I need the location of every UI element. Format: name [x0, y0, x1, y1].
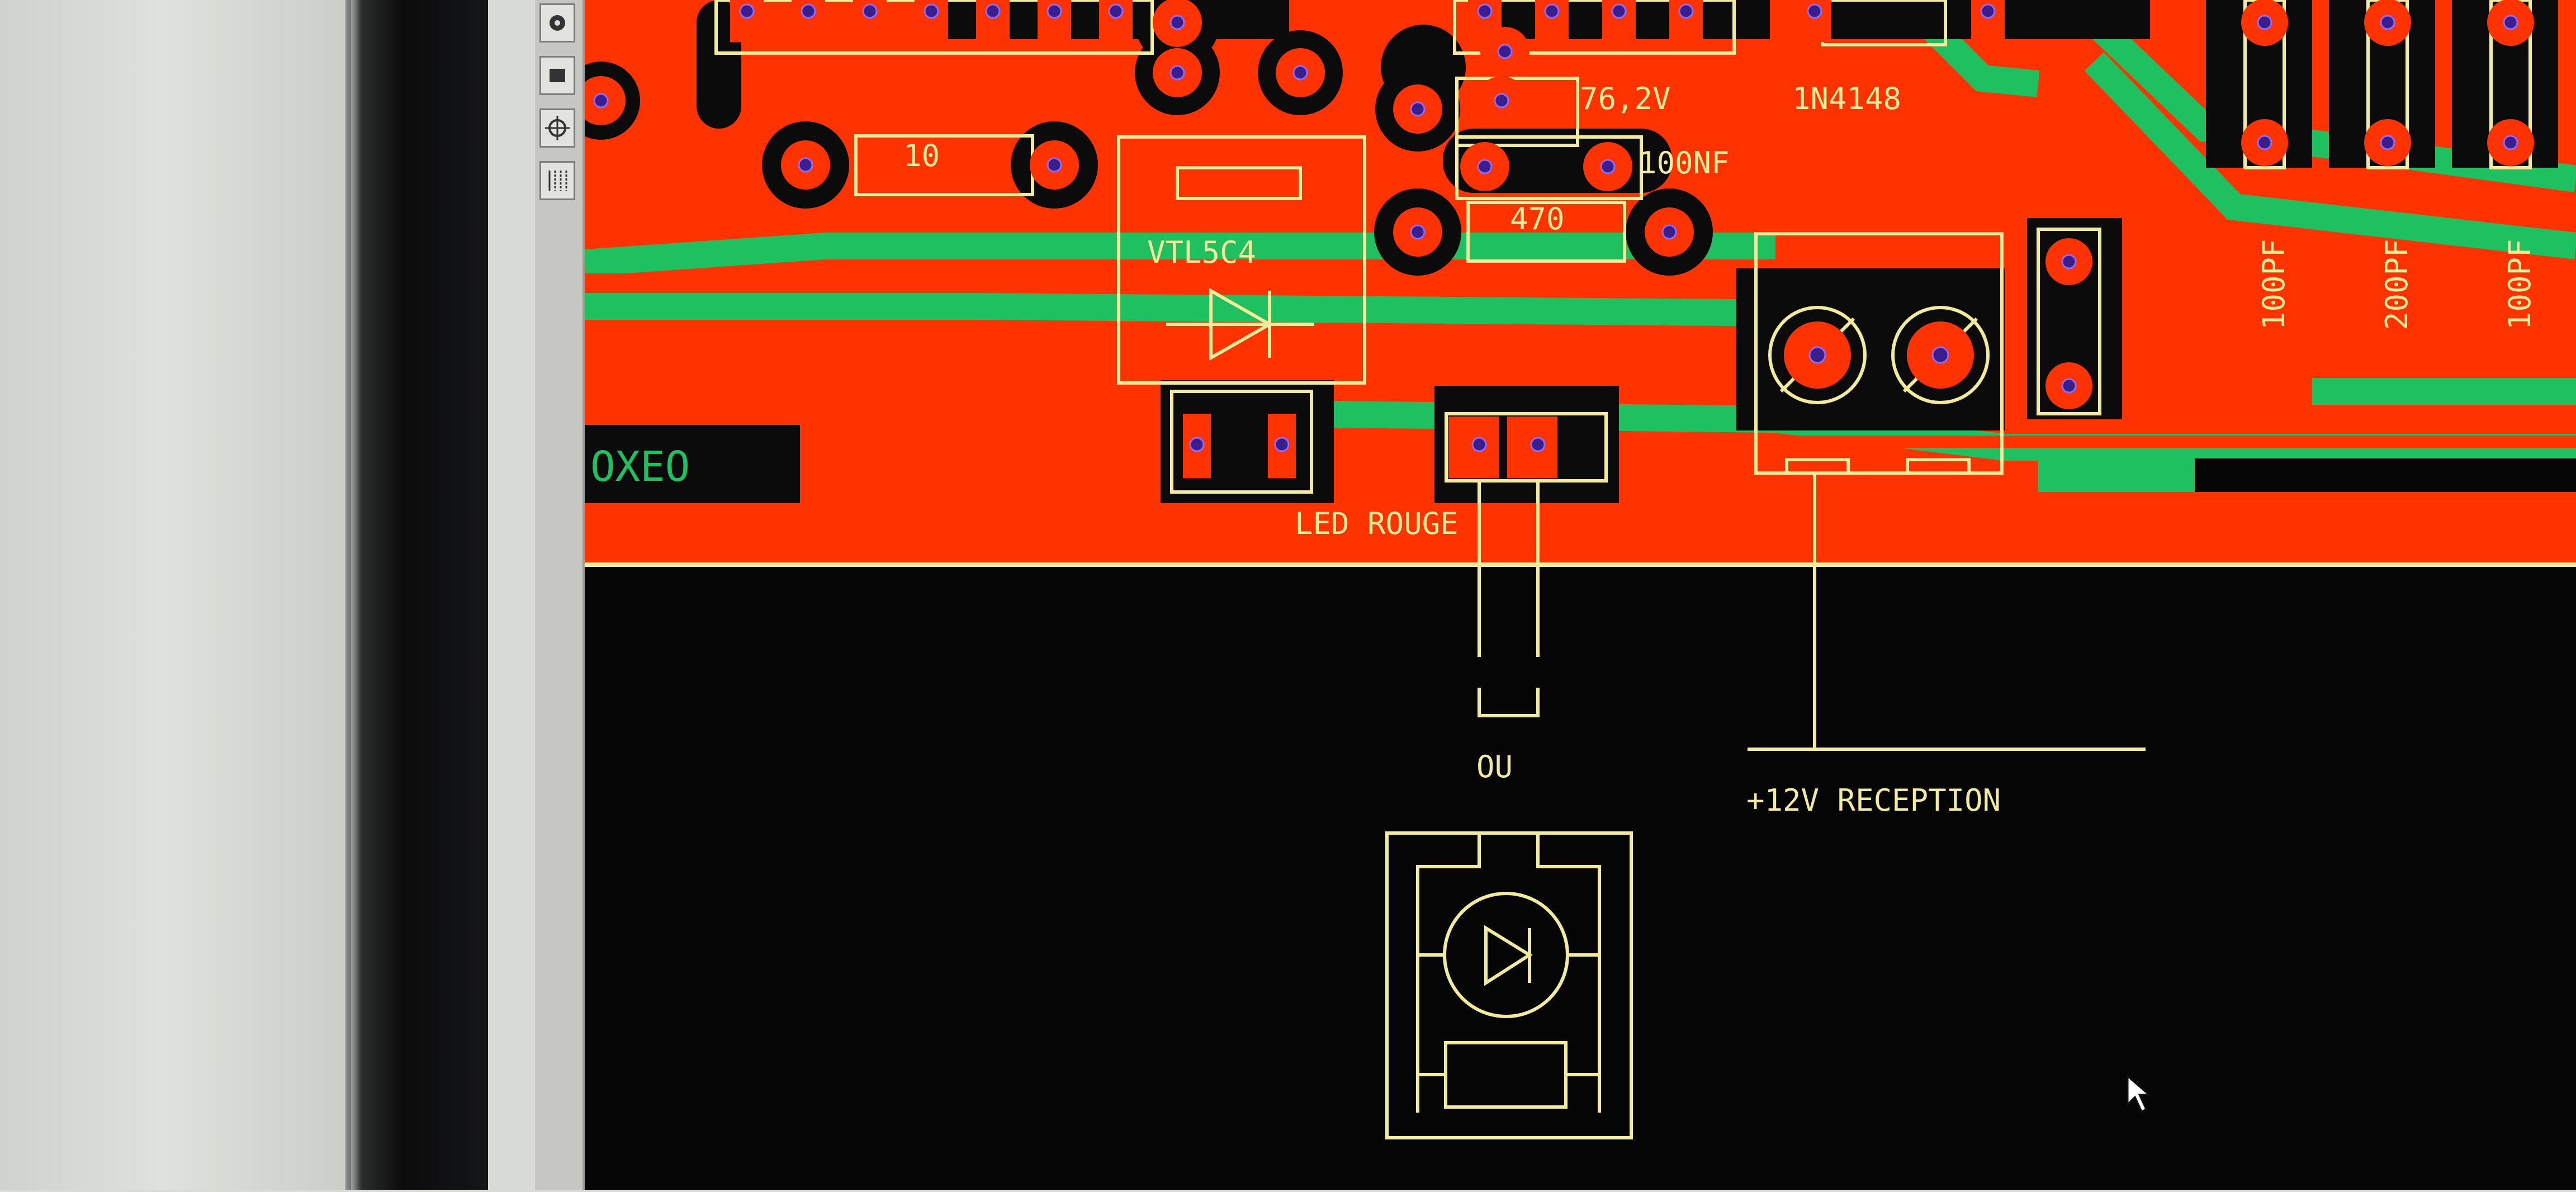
bezel-glare [351, 0, 360, 1190]
side-toolbar [535, 0, 585, 1190]
pcb-drawing: 10 76,2V 1N4148 100NF 470 VTL5C4 LED ROU… [562, 0, 2576, 1190]
silkscreen [714, 0, 2532, 494]
mouse-cursor-icon [2127, 1074, 2152, 1113]
diode-label: 1N4148 [1792, 81, 1901, 116]
grid-icon [548, 171, 567, 191]
crosshair-icon [545, 116, 570, 140]
monitor-bezel [345, 0, 488, 1190]
led-label: LED ROUGE [1295, 506, 1459, 541]
select-tool-button[interactable] [539, 56, 575, 95]
target-tool-button[interactable] [539, 108, 575, 148]
voltage-label: 76,2V [1580, 81, 1671, 116]
cap-3-label: 100PF [2502, 239, 2537, 330]
grid-tool-button[interactable] [539, 161, 575, 200]
reception-label: +12V RECEPTION [1746, 783, 2001, 818]
annotation-drawing [1385, 473, 2146, 1139]
resistor-10-label: 10 [903, 138, 940, 173]
silkscreen-labels: 10 76,2V 1N4148 100NF 470 VTL5C4 LED ROU… [903, 81, 2537, 818]
pads [576, 0, 2534, 478]
cap-1-label: 100PF [2256, 239, 2291, 330]
eye-icon [550, 15, 565, 31]
capacitor-100nf-label: 100NF [1639, 145, 1730, 181]
pcb-canvas[interactable]: 10 76,2V 1N4148 100NF 470 VTL5C4 LED ROU… [562, 0, 2576, 1190]
or-label: OU [1476, 749, 1513, 784]
wall [0, 0, 363, 1190]
optocoupler-label: VTL5C4 [1147, 235, 1256, 270]
resistor-470-label: 470 [1510, 201, 1565, 236]
eye-tool-button[interactable] [539, 3, 575, 42]
brand-label: OXEO [590, 443, 690, 491]
cap-2-label: 200PF [2379, 239, 2414, 330]
select-icon [550, 69, 565, 82]
